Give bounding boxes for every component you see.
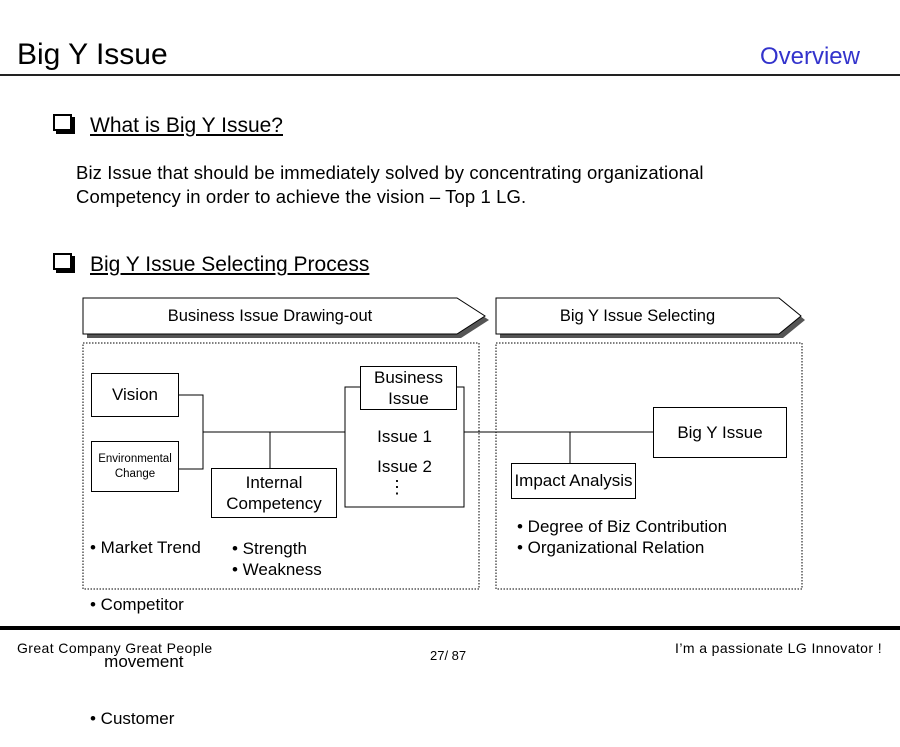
env-bullet: movement xyxy=(90,652,184,671)
environmental-label-line1: Environmental xyxy=(98,452,172,465)
page-number: 27/ 87 xyxy=(430,648,467,663)
environmental-change-box: Environmental Change xyxy=(91,441,179,492)
impact-analysis-box: Impact Analysis xyxy=(511,463,636,499)
section1-heading: What is Big Y Issue? xyxy=(90,114,283,137)
issue-more-icon: ⋮ xyxy=(388,477,406,497)
footer-tagline: I’m a passionate LG Innovator ! xyxy=(675,640,882,656)
footer-divider xyxy=(0,626,900,630)
business-issue-line2: Issue xyxy=(388,389,429,408)
section1-description: Biz Issue that should be immediately sol… xyxy=(76,161,704,209)
internal-competency-box: Internal Competency xyxy=(211,468,337,518)
checkbox-bullet-icon xyxy=(53,114,72,131)
internal-bullet: • Strength xyxy=(232,539,307,558)
impact-bullet-list: • Degree of Biz Contribution • Organizat… xyxy=(517,516,727,558)
footer-slogan: Great Company Great People xyxy=(17,640,213,656)
stage2-arrow xyxy=(495,297,802,335)
vision-box: Vision xyxy=(91,373,179,417)
impact-bullet: • Organizational Relation xyxy=(517,538,705,557)
env-bullet: • Competitor xyxy=(90,595,184,614)
issue-1: Issue 1 xyxy=(377,427,432,446)
stage1-arrow xyxy=(82,297,486,335)
description-line-1: Biz Issue that should be immediately sol… xyxy=(76,162,704,183)
env-bullet-list: • Market Trend • Competitor movement • C… xyxy=(90,501,201,747)
impact-bullet: • Degree of Biz Contribution xyxy=(517,517,728,536)
business-issue-box: Business Issue xyxy=(360,366,457,410)
stage1-label: Business Issue Drawing-out xyxy=(167,307,373,325)
stage2-frame xyxy=(495,342,803,590)
internal-bullet: • Weakness xyxy=(232,560,322,579)
internal-label-line2: Competency xyxy=(226,494,322,513)
section-tag: Overview xyxy=(759,43,860,70)
slide-title: Big Y Issue xyxy=(17,38,168,71)
env-bullet: • Customer xyxy=(90,709,175,728)
description-line-2: Competency in order to achieve the visio… xyxy=(76,186,527,207)
internal-bullet-list: • Strength • Weakness xyxy=(232,538,322,580)
stage1-frame xyxy=(82,342,480,590)
big-y-issue-box: Big Y Issue xyxy=(653,407,787,458)
stage2-label: Big Y Issue Selecting xyxy=(559,307,716,325)
title-divider xyxy=(0,74,900,76)
environmental-label-line2: Change xyxy=(114,467,156,480)
section2-heading: Big Y Issue Selecting Process xyxy=(90,253,370,276)
issue-2: Issue 2 xyxy=(377,457,432,476)
env-bullet: • Market Trend xyxy=(90,538,201,557)
internal-label-line1: Internal xyxy=(245,473,303,492)
business-issue-line1: Business xyxy=(374,368,443,387)
process-diagram xyxy=(82,297,805,590)
checkbox-bullet-icon xyxy=(53,253,72,270)
